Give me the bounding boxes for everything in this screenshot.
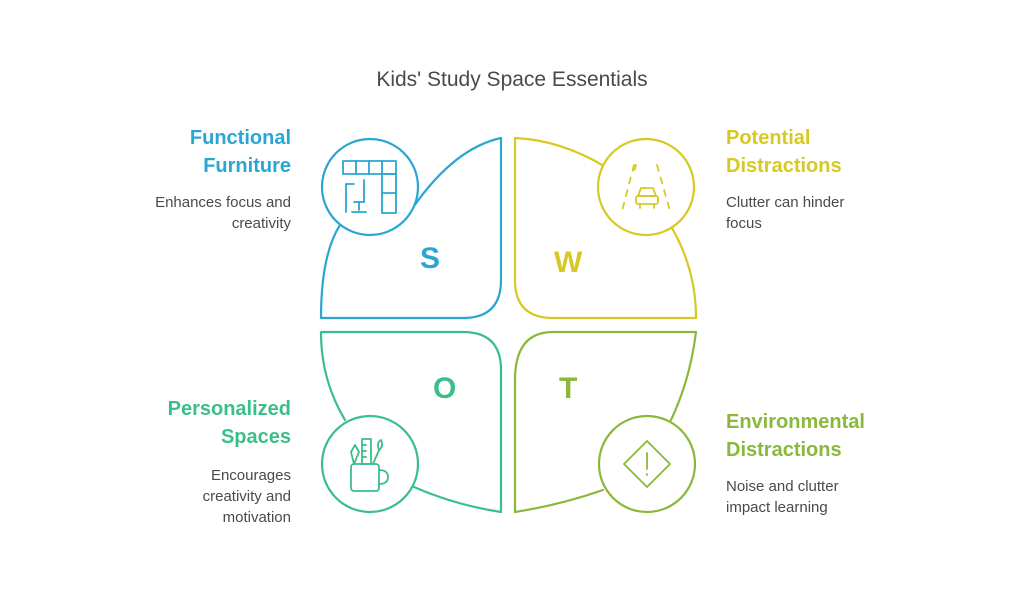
opportunities-label: Personalized Spaces Encourages creativit… (100, 395, 291, 528)
letter-t: T (559, 372, 577, 405)
letter-o: O (433, 372, 456, 405)
strengths-label: Functional Furniture Enhances focus and … (100, 124, 291, 234)
pencil-cup-icon (350, 438, 389, 492)
opportunities-description: Encourages creativity and motivation (100, 465, 291, 528)
threats-heading-line2: Distractions (726, 439, 842, 461)
furniture-layout-icon (342, 160, 397, 214)
threats-desc-line2: impact learning (726, 499, 828, 516)
weaknesses-heading-line2: Distractions (726, 155, 842, 177)
strengths-desc-line1: Enhances focus and (155, 194, 291, 211)
threats-desc-line1: Noise and clutter (726, 478, 839, 495)
strengths-icon-circle (320, 137, 420, 237)
quadrant-threats: T (513, 330, 698, 514)
weaknesses-desc-line2: focus (726, 215, 762, 232)
warning-diamond-icon (623, 440, 671, 488)
weaknesses-desc-line1: Clutter can hinder (726, 194, 845, 211)
weaknesses-heading: Potential Distractions (726, 124, 926, 180)
letter-s: S (420, 242, 440, 275)
weaknesses-description: Clutter can hinder focus (726, 192, 926, 234)
weaknesses-label: Potential Distractions Clutter can hinde… (726, 124, 926, 234)
weaknesses-icon-circle (596, 137, 696, 237)
quadrant-weaknesses: W (513, 136, 698, 320)
quadrant-opportunities: O (319, 330, 503, 514)
opportunities-heading-line2: Spaces (220, 426, 291, 448)
threats-label: Environmental Distractions Noise and clu… (726, 408, 926, 518)
strengths-heading-line2: Furniture (203, 155, 291, 177)
opportunities-heading-line1: Personalized (167, 398, 291, 420)
opportunities-desc-line2: creativity and (202, 488, 291, 505)
threats-description: Noise and clutter impact learning (726, 476, 926, 518)
threats-heading: Environmental Distractions (726, 408, 926, 464)
opportunities-heading: Personalized Spaces (100, 395, 291, 451)
strengths-heading: Functional Furniture (100, 124, 291, 180)
road-car-icon (621, 164, 671, 212)
letter-w: W (554, 246, 583, 279)
strengths-desc-line2: creativity (231, 215, 291, 232)
weaknesses-heading-line1: Potential (726, 127, 811, 149)
strengths-description: Enhances focus and creativity (100, 192, 291, 234)
opportunities-desc-line1: Encourages (210, 467, 291, 484)
quadrant-strengths: S (319, 136, 503, 320)
diagram-title: Kids' Study Space Essentials (376, 68, 648, 91)
opportunities-desc-line3: motivation (222, 509, 291, 526)
threats-heading-line1: Environmental (726, 411, 865, 433)
strengths-heading-line1: Functional (189, 127, 291, 149)
